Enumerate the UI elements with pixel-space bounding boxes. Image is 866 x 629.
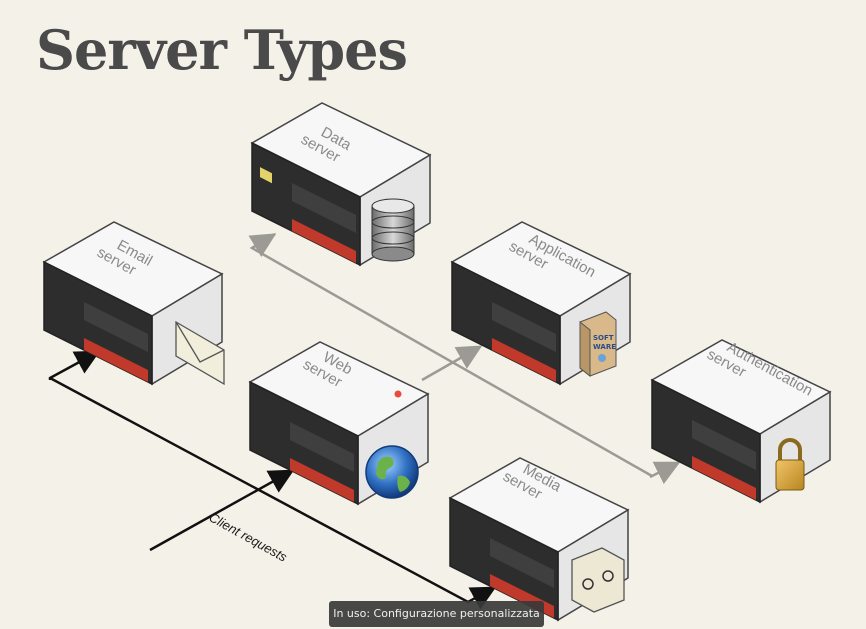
svg-text:SOFT: SOFT xyxy=(593,334,614,342)
status-toast: In uso: Configurazione personalizzata xyxy=(329,601,544,627)
envelope-icon xyxy=(175,320,225,386)
client-requests-label: Client requests xyxy=(207,510,291,565)
web-server: Webserver xyxy=(248,341,430,506)
arrow-to-email xyxy=(48,350,101,380)
data-server: Dataserver xyxy=(250,102,432,267)
lock-icon xyxy=(775,438,805,491)
data-flow-arrows xyxy=(248,232,681,485)
page-title: Server Types xyxy=(36,18,408,82)
globe-icon xyxy=(365,445,419,499)
arrow-web-to-application xyxy=(421,345,483,382)
software-box-icon: SOFT WARE xyxy=(579,311,617,378)
svg-text:WARE: WARE xyxy=(593,343,616,351)
arrow-to-web xyxy=(149,469,295,552)
cassette-icon xyxy=(571,547,625,613)
database-icon xyxy=(371,198,415,262)
